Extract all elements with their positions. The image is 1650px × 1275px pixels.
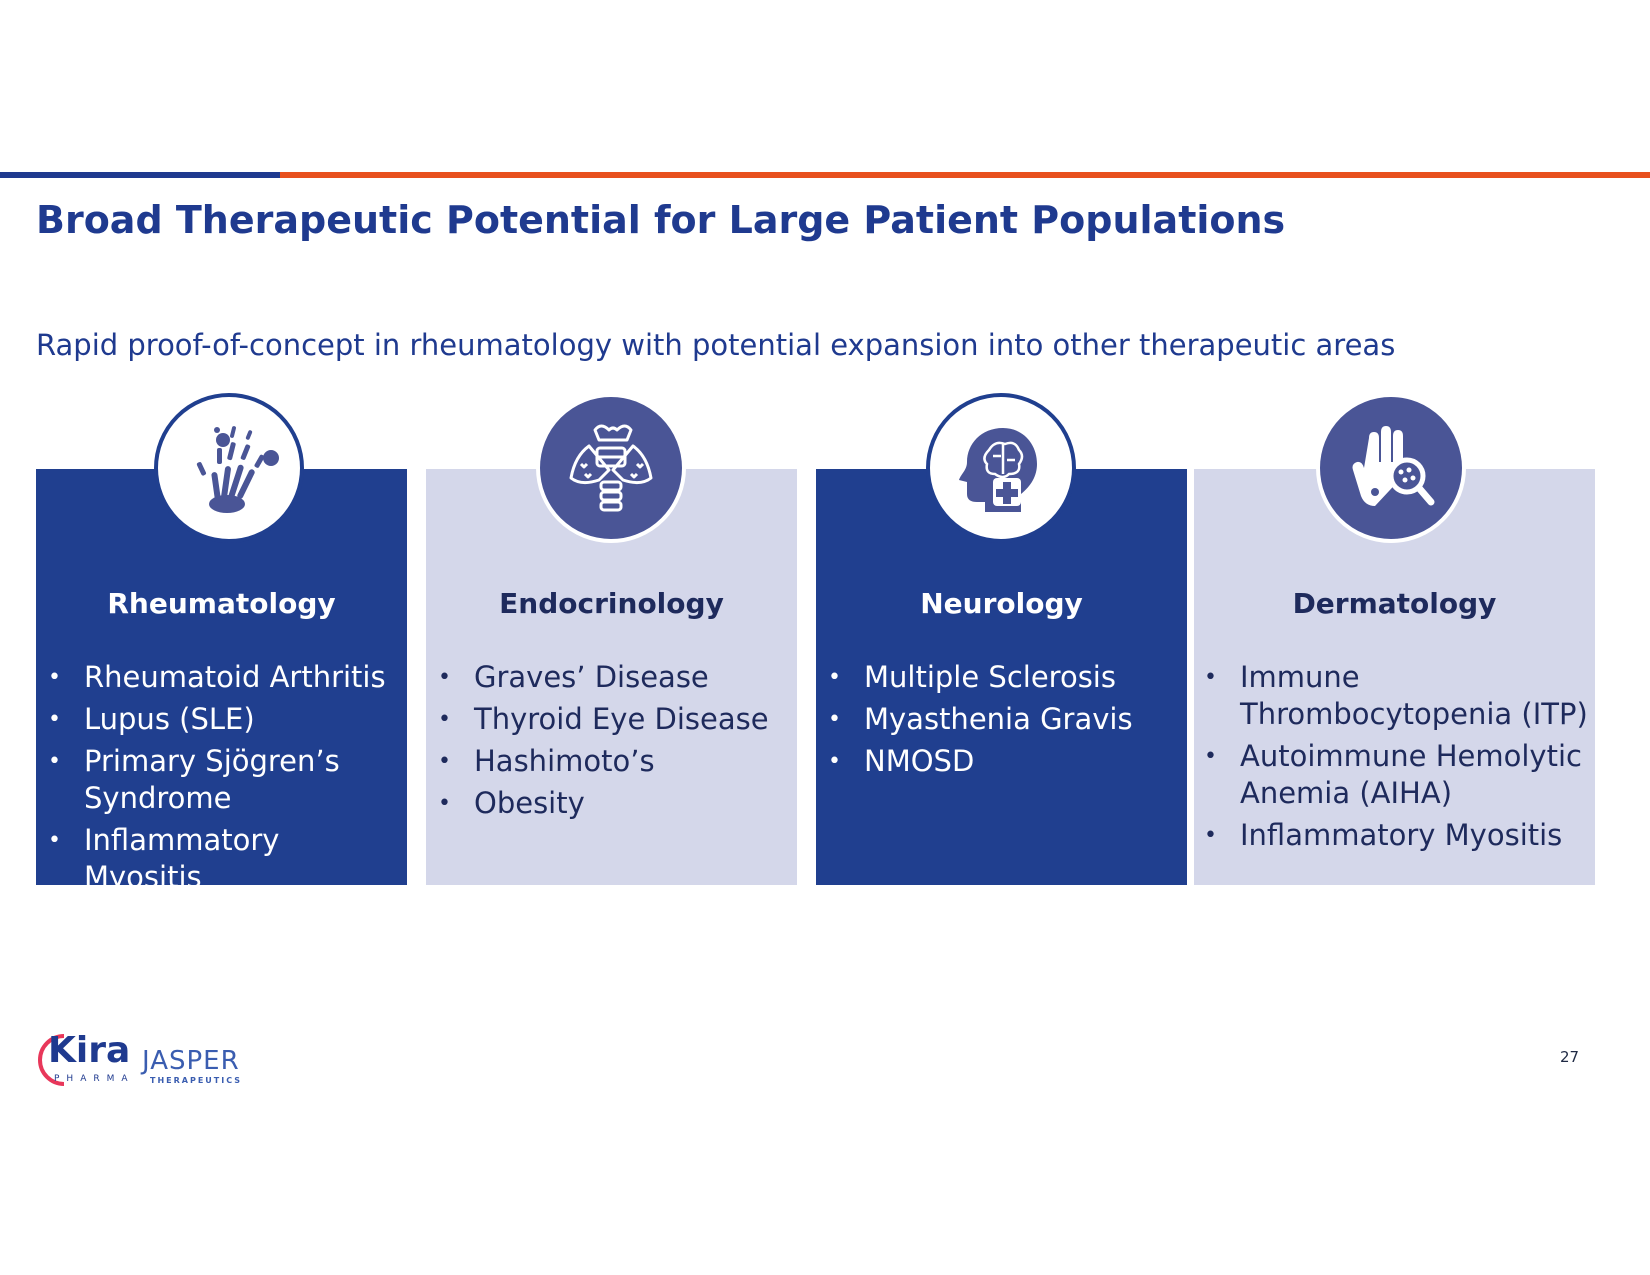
jasper-logo-subtext: THERAPEUTICS — [150, 1076, 243, 1085]
card-heading: Endocrinology — [499, 587, 724, 620]
list-item: •Primary Sjögren’s Syndrome — [48, 744, 340, 815]
card-heading: Rheumatology — [107, 587, 336, 620]
slide-title: Broad Therapeutic Potential for Large Pa… — [36, 198, 1286, 242]
list-item: •Thyroid Eye Disease — [438, 702, 769, 736]
company-logos: Kira PHARMA JASPER THERAPEUTICS — [34, 1030, 254, 1090]
card-heading: Neurology — [920, 587, 1083, 620]
list-item: •Inflammatory Myositis — [48, 823, 280, 894]
kira-logo-subtext: PHARMA — [54, 1074, 135, 1084]
list-item: •Multiple Sclerosis — [828, 660, 1116, 694]
card-list: •Graves’ Disease •Thyroid Eye Disease •H… — [436, 659, 793, 827]
list-item: •Rheumatoid Arthritis — [48, 660, 386, 694]
card-endocrinology: Endocrinology •Graves’ Disease •Thyroid … — [426, 469, 797, 885]
head-brain-icon — [926, 393, 1076, 543]
kira-arc-icon — [38, 1034, 65, 1086]
slide-subtitle: Rapid proof-of-concept in rheumatology w… — [36, 328, 1396, 362]
list-item: •Hashimoto’s — [438, 744, 655, 778]
thyroid-icon — [536, 393, 686, 543]
list-item: •Inflammatory Myositis — [1204, 818, 1563, 852]
skin-magnifier-icon — [1316, 393, 1466, 543]
hand-skeleton-icon — [154, 393, 304, 543]
list-item: •Autoimmune Hemolytic Anemia (AIHA) — [1204, 739, 1582, 810]
card-list: •Immune Thrombocytopenia (ITP) •Autoimmu… — [1202, 659, 1591, 859]
header-rule-blue — [0, 172, 280, 178]
list-item: •NMOSD — [828, 744, 975, 778]
list-item: •Obesity — [438, 786, 585, 820]
list-item: •Lupus (SLE) — [48, 702, 255, 736]
list-item: •Myasthenia Gravis — [828, 702, 1133, 736]
card-list: •Rheumatoid Arthritis •Lupus (SLE) •Prim… — [46, 659, 403, 901]
card-heading: Dermatology — [1292, 587, 1497, 620]
list-item: •Immune Thrombocytopenia (ITP) — [1204, 660, 1588, 731]
jasper-logo-text: JASPER — [142, 1046, 240, 1076]
kira-logo-text: Kira — [48, 1030, 131, 1071]
card-list: •Multiple Sclerosis •Myasthenia Gravis •… — [826, 659, 1183, 785]
list-item: •Graves’ Disease — [438, 660, 709, 694]
page-number: 27 — [1560, 1048, 1580, 1066]
header-rule-orange — [280, 172, 1650, 178]
